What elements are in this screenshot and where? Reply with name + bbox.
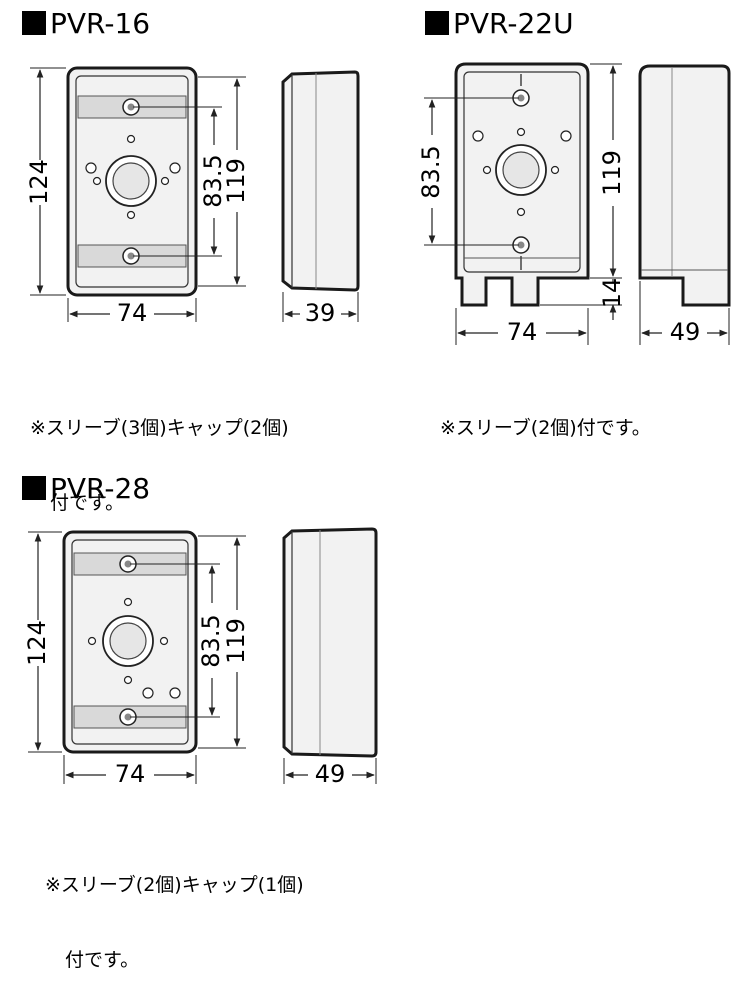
small-hole-icon (123, 597, 133, 607)
box-inner-rim (71, 539, 189, 745)
small-hole-icon (516, 127, 526, 137)
note-line: ※スリーブ(2個)付です。 (440, 417, 651, 439)
screw-hole-icon (142, 687, 154, 699)
accessory-note: ※スリーブ(2個)付です。 (440, 366, 651, 466)
small-hole-icon (159, 636, 169, 646)
dim-depth-label: 39 (305, 299, 336, 327)
model-title: PVR-28 (50, 472, 150, 505)
title-square-icon (22, 11, 46, 35)
model-title: PVR-16 (50, 7, 150, 40)
front-view (62, 530, 198, 754)
side-view (281, 70, 360, 292)
dim-depth-label: 49 (315, 760, 346, 788)
screw-hole-icon (169, 687, 181, 699)
model-title: PVR-22U (453, 7, 574, 40)
screw-hole-icon (169, 162, 181, 174)
small-hole-icon (516, 207, 526, 217)
dim-leg-label: 14 (598, 278, 626, 309)
accessory-note: ※スリーブ(2個)キャップ(1個) 付です。 (45, 823, 304, 998)
small-hole-icon (126, 134, 136, 144)
dim-inner-label: 119 (222, 158, 250, 204)
dim-pitch-label: 83.5 (417, 145, 445, 198)
side-body (282, 527, 378, 758)
screw-hole-icon (472, 130, 484, 142)
knockout-hole (112, 162, 150, 200)
small-hole-icon (126, 210, 136, 220)
screw-hole-icon (85, 162, 97, 174)
section-pvr-16: PVR-16 124 8 (22, 7, 360, 327)
dim-pitch-label: 83.5 (199, 154, 227, 207)
small-hole-icon (87, 636, 97, 646)
small-hole-icon (482, 165, 492, 175)
dim-height-label: 124 (25, 159, 53, 205)
dim-pitch-label: 83.5 (197, 614, 225, 667)
dim-width-label: 74 (507, 318, 538, 346)
small-hole-icon (160, 176, 170, 186)
side-body (638, 64, 731, 307)
front-view (66, 66, 198, 297)
junction-box-drawings: PVR-16 124 8 (22, 7, 731, 788)
box-inner-rim (463, 71, 581, 273)
dim-inner-label: 119 (222, 618, 250, 664)
screw-hole-icon (560, 130, 572, 142)
accessory-note: ※スリーブ(3個)キャップ(2個) 付です。 (30, 366, 289, 541)
knockout-hole (502, 151, 540, 189)
note-line: ※スリーブ(2個)キャップ(1個) (45, 874, 304, 896)
diagram-stage: PVR-16 124 8 (22, 7, 731, 971)
dim-inner-label: 119 (598, 150, 626, 196)
title-square-icon (22, 476, 46, 500)
side-view (638, 64, 731, 307)
knockout-hole (109, 622, 147, 660)
side-body (281, 70, 360, 292)
note-line: 付です。 (65, 949, 140, 971)
small-hole-icon (92, 176, 102, 186)
front-view (454, 62, 590, 307)
note-line: ※スリーブ(3個)キャップ(2個) (30, 417, 289, 439)
box-inner-rim (75, 75, 189, 288)
dim-width-label: 74 (117, 299, 148, 327)
note-line: 付です。 (50, 492, 125, 514)
dim-width-label: 74 (115, 760, 146, 788)
small-hole-icon (123, 675, 133, 685)
section-pvr-22u: PVR-22U 83.5 (417, 7, 731, 346)
section-pvr-28: PVR-28 124 83.5 (22, 472, 378, 788)
dim-height-label: 124 (23, 620, 51, 666)
small-hole-icon (550, 165, 560, 175)
side-view (282, 527, 378, 758)
dim-depth-label: 49 (670, 318, 701, 346)
title-square-icon (425, 11, 449, 35)
